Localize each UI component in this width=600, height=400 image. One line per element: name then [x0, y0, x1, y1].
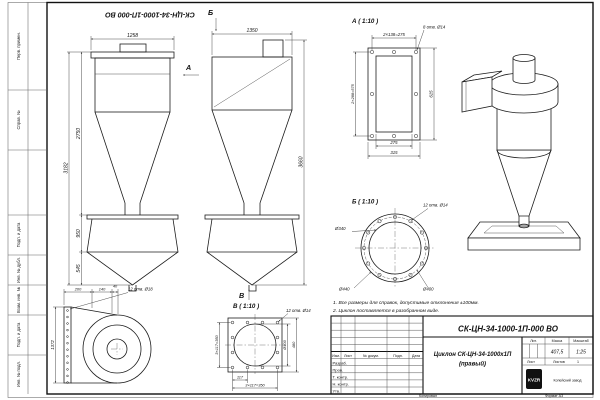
- section-v-title: В ( 1:10 ): [233, 303, 259, 310]
- company-logo-text: KVZR: [528, 378, 541, 383]
- dim-a-holes: 8 отв. Ø14: [423, 25, 446, 30]
- dim-side-height: 3660: [298, 156, 304, 167]
- sheets-label: Листов: [553, 360, 565, 364]
- dim-front-width: 1258: [127, 33, 138, 39]
- section-b-title: Б ( 1:10 ): [352, 199, 378, 206]
- view-marker-b-label: Б: [208, 8, 213, 17]
- top-stamp-designation: СК-ЦН-34-1000-1П-000 ВО: [105, 11, 195, 20]
- dim-volute-holes: 12 отв. Ø18: [128, 287, 153, 292]
- margin-label: Справ. №: [16, 110, 21, 130]
- role-row-label: Утв.: [333, 389, 341, 394]
- dim-v-bottom-1: 117: [237, 374, 244, 379]
- dim-b-inner-dia: Ø340: [334, 226, 346, 231]
- dim-side-width: 1350: [246, 28, 257, 34]
- mass-label: Масса: [552, 339, 563, 343]
- side-view: Б 1350 3660 В: [204, 8, 307, 300]
- iso-view: [461, 54, 581, 251]
- title-designation: СК-ЦН-34-1000-1П-000 ВО: [458, 325, 559, 334]
- dim-a-top: 2×138=275: [382, 32, 405, 37]
- section-a-title: А ( 1:10 ): [351, 18, 378, 25]
- margin-label: Инв. № подл.: [16, 361, 21, 387]
- view-marker-v-label: В: [239, 291, 244, 300]
- note-line: 2. Циклон поставляется в разобранном вид…: [332, 308, 439, 314]
- section-a-view: А ( 1:10 ) 2×138=275 8 отв. Ø14 2×288=57…: [350, 18, 446, 159]
- mass-value: 407,5: [551, 350, 564, 356]
- dim-v-holes: 12 отв. Ø14: [286, 308, 311, 313]
- change-header-cell: Подп.: [393, 354, 403, 358]
- change-header-cell: Изм.: [332, 354, 340, 358]
- dim-volute-3: 40: [113, 283, 118, 288]
- scale-label: Масштаб: [573, 339, 588, 343]
- front-view: 1258 2750 3182 950 545 А: [63, 33, 199, 292]
- company-logo: [526, 369, 542, 389]
- format-label: Формат А3: [545, 394, 563, 398]
- margin-label: Подп. и дата: [16, 322, 21, 347]
- dim-v-right: 480: [291, 341, 296, 348]
- dim-a-bottom-inner: 275: [389, 140, 398, 145]
- dim-v-left: 3×117=350: [214, 334, 219, 354]
- section-v-view: В ( 1:10 ) 12 отв. Ø14 3×117=350 117 3×1…: [214, 303, 311, 391]
- volute-view: 1372 200 140 40 12 отв. Ø18: [50, 283, 153, 384]
- margin-label: Перв. примен.: [16, 32, 21, 60]
- dim-b-bolt-dia: Ø400: [422, 287, 434, 292]
- role-row-label: Т. контр.: [333, 375, 349, 380]
- margin-labels: Перв. примен. Справ. № Подп. и дата Инв.…: [16, 32, 21, 387]
- title-name-line2: (правый): [459, 361, 486, 368]
- role-row-label: Н. контр.: [333, 382, 350, 387]
- dim-v-bottom-2: 3×117=350: [245, 382, 265, 387]
- view-arrow-a-label: А: [185, 63, 191, 72]
- dim-front-inner-height: 2750: [76, 128, 82, 140]
- sheets-value: 1: [577, 360, 579, 364]
- change-header-cell: Дата: [412, 354, 420, 358]
- dim-front-total-height: 3182: [63, 162, 69, 173]
- note-line: 1. Все размеры для справок, допустимые о…: [333, 300, 479, 306]
- dim-volute-1: 200: [74, 286, 82, 291]
- lit-label: Лит.: [530, 339, 537, 343]
- dim-b-holes: 12 отв. Ø14: [423, 203, 448, 208]
- margin-label: Подп. и дата: [16, 222, 21, 247]
- change-header-cell: № докум.: [363, 354, 379, 358]
- dim-a-right: 615: [428, 90, 433, 98]
- role-row-label: Пров.: [333, 367, 344, 372]
- title-block: СК-ЦН-34-1000-1П-000 ВО Циклон СК-ЦН-34-…: [330, 315, 594, 395]
- dim-a-left: 2×288=575: [350, 83, 355, 105]
- section-b-view: Б ( 1:10 ) 12 отв. Ø14 Ø340 Ø440 Ø400: [334, 199, 448, 292]
- dim-v-dia: Ø400: [282, 339, 287, 350]
- copied-label: Копировал: [419, 394, 437, 398]
- dim-bin-bottom: 545: [76, 264, 82, 273]
- dim-b-outer-dia: Ø440: [338, 287, 350, 292]
- dim-volute-2: 140: [99, 286, 106, 291]
- sheet-frame: [7, 1, 594, 398]
- sheet-label: Лист: [527, 360, 535, 364]
- margin-label: Взам. инв. №: [16, 287, 21, 313]
- footer: Копировал Формат А3: [419, 394, 563, 398]
- notes: 1. Все размеры для справок, допустимые о…: [332, 300, 479, 314]
- role-row-label: Разраб.: [333, 360, 347, 365]
- title-name-line1: Циклон СК-ЦН-34-1000х1П: [434, 352, 512, 358]
- margin-label: Инв. № дубл.: [16, 257, 21, 283]
- scale-value: 1:25: [576, 350, 586, 356]
- dim-a-bottom-outer: 315: [390, 150, 398, 155]
- dim-bin-top: 950: [76, 229, 82, 238]
- dim-volute-height: 1372: [50, 340, 55, 350]
- company-name: Копейский завод: [554, 379, 583, 383]
- change-header-cell: Лист: [344, 354, 352, 358]
